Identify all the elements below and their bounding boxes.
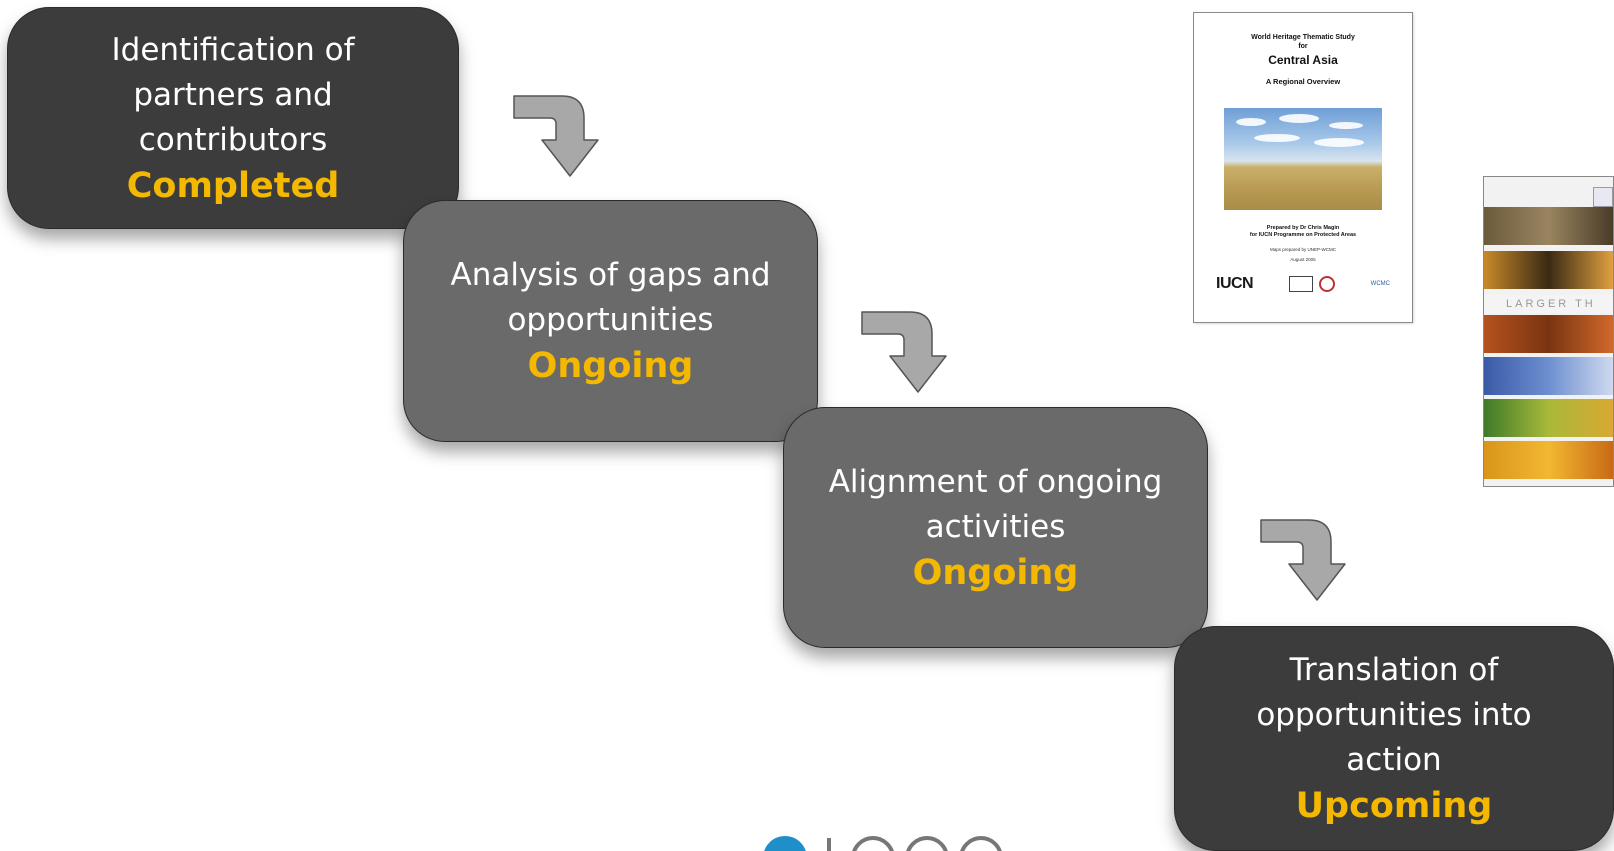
report-cover-larger-than: LARGER TH xyxy=(1483,176,1614,487)
report-date: August 2005 xyxy=(1290,257,1316,262)
step-analysis: Analysis of gaps and opportunities Ongoi… xyxy=(403,200,818,442)
animal-photo-band xyxy=(1484,251,1613,289)
report-title-for: for xyxy=(1298,43,1308,50)
report-subtitle: A Regional Overview xyxy=(1265,77,1341,86)
report-maps-line: Maps prepared by UNEP-WCMC xyxy=(1269,247,1337,252)
iucn-logo: IUCN xyxy=(1216,275,1254,292)
report-maps: Maps prepared by UNEP-WCMC August 2005 xyxy=(1194,247,1412,263)
animal-photo-band xyxy=(1484,399,1613,437)
step-translation: Translation of opportunities into action… xyxy=(1174,626,1614,851)
step-alignment: Alignment of ongoing activities Ongoing xyxy=(783,407,1208,648)
step-status: Upcoming xyxy=(1295,786,1493,826)
report-title: World Heritage Thematic Study for xyxy=(1194,33,1412,51)
animal-photo-band xyxy=(1484,207,1613,245)
curved-arrow-icon xyxy=(513,95,599,177)
step-status: Completed xyxy=(126,165,340,206)
step-status: Ongoing xyxy=(912,552,1079,593)
unesco-logo xyxy=(1288,276,1313,292)
animal-photo-band xyxy=(1484,315,1613,353)
step-label: Translation of opportunities into action xyxy=(1256,652,1532,778)
report-cover-central-asia: World Heritage Thematic Study for Centra… xyxy=(1193,12,1413,323)
report-prepared-line: Prepared by Dr Chris Magin xyxy=(1266,225,1340,231)
report-prepared-by: Prepared by Dr Chris Magin for IUCN Prog… xyxy=(1194,225,1412,239)
step-status: Ongoing xyxy=(527,346,694,386)
wcmc-logo: WCMC xyxy=(1370,281,1390,287)
animal-photo-band xyxy=(1484,357,1613,395)
curved-arrow-icon xyxy=(1260,519,1346,601)
report-main-title: Central Asia xyxy=(1268,53,1338,67)
partner-logo xyxy=(764,836,1002,851)
steppe-photo xyxy=(1224,108,1382,210)
step-label: Identification of partners and contribut… xyxy=(111,31,355,158)
step-label: Analysis of gaps and opportunities xyxy=(450,257,771,338)
cover-strip: LARGER TH xyxy=(1484,295,1613,313)
world-heritage-emblem xyxy=(1318,276,1335,292)
report-logos: IUCN WCMC xyxy=(1194,275,1412,293)
step-label: Alignment of ongoing activities xyxy=(828,463,1163,545)
report-title-line: World Heritage Thematic Study xyxy=(1251,34,1355,41)
cover-badge xyxy=(1593,187,1613,207)
step-identification: Identification of partners and contribut… xyxy=(7,7,459,229)
animal-photo-band xyxy=(1484,441,1613,479)
curved-arrow-icon xyxy=(861,311,947,393)
report-prepared-line: for IUCN Programme on Protected Areas xyxy=(1249,232,1357,238)
